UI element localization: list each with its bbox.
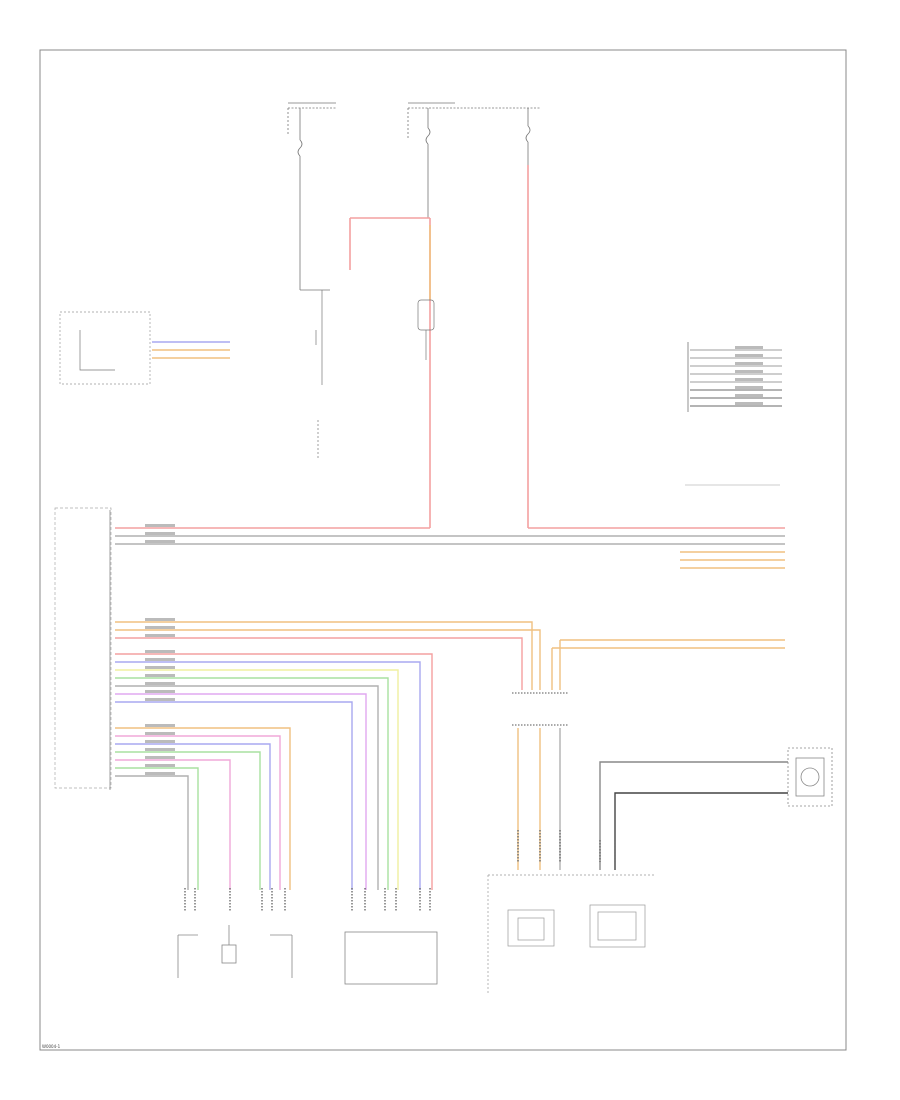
bottom-connectors — [184, 830, 616, 912]
power-wires-red — [115, 165, 785, 529]
pedal-sensor-box — [487, 874, 655, 995]
module-bus-top — [115, 535, 785, 569]
can-bus-wires — [115, 621, 785, 690]
central-connector-outputs — [517, 728, 561, 870]
position-sensor — [787, 747, 833, 807]
sensor-wires-right-group — [115, 653, 433, 890]
throttle-valve-box-left — [177, 925, 293, 978]
throttle-valve-box-right — [344, 931, 438, 985]
fuse-block-right — [525, 108, 531, 165]
position-sensor-wires — [599, 761, 788, 870]
right-data-connector — [687, 342, 782, 412]
engine-control-module — [54, 507, 112, 789]
wire-leader-ticks — [145, 346, 763, 775]
cruise-control-switch — [59, 311, 151, 385]
fuse-block-left — [287, 102, 336, 290]
central-connector — [512, 692, 568, 726]
brake-switch — [300, 289, 330, 460]
fuse-block-center — [407, 102, 540, 218]
page-border — [39, 49, 847, 1051]
footer-code: W0004-1 — [42, 1044, 61, 1049]
sensor-wires-left-group — [115, 727, 291, 890]
relay-switch — [417, 299, 435, 360]
cruise-switch-wires — [152, 341, 230, 359]
